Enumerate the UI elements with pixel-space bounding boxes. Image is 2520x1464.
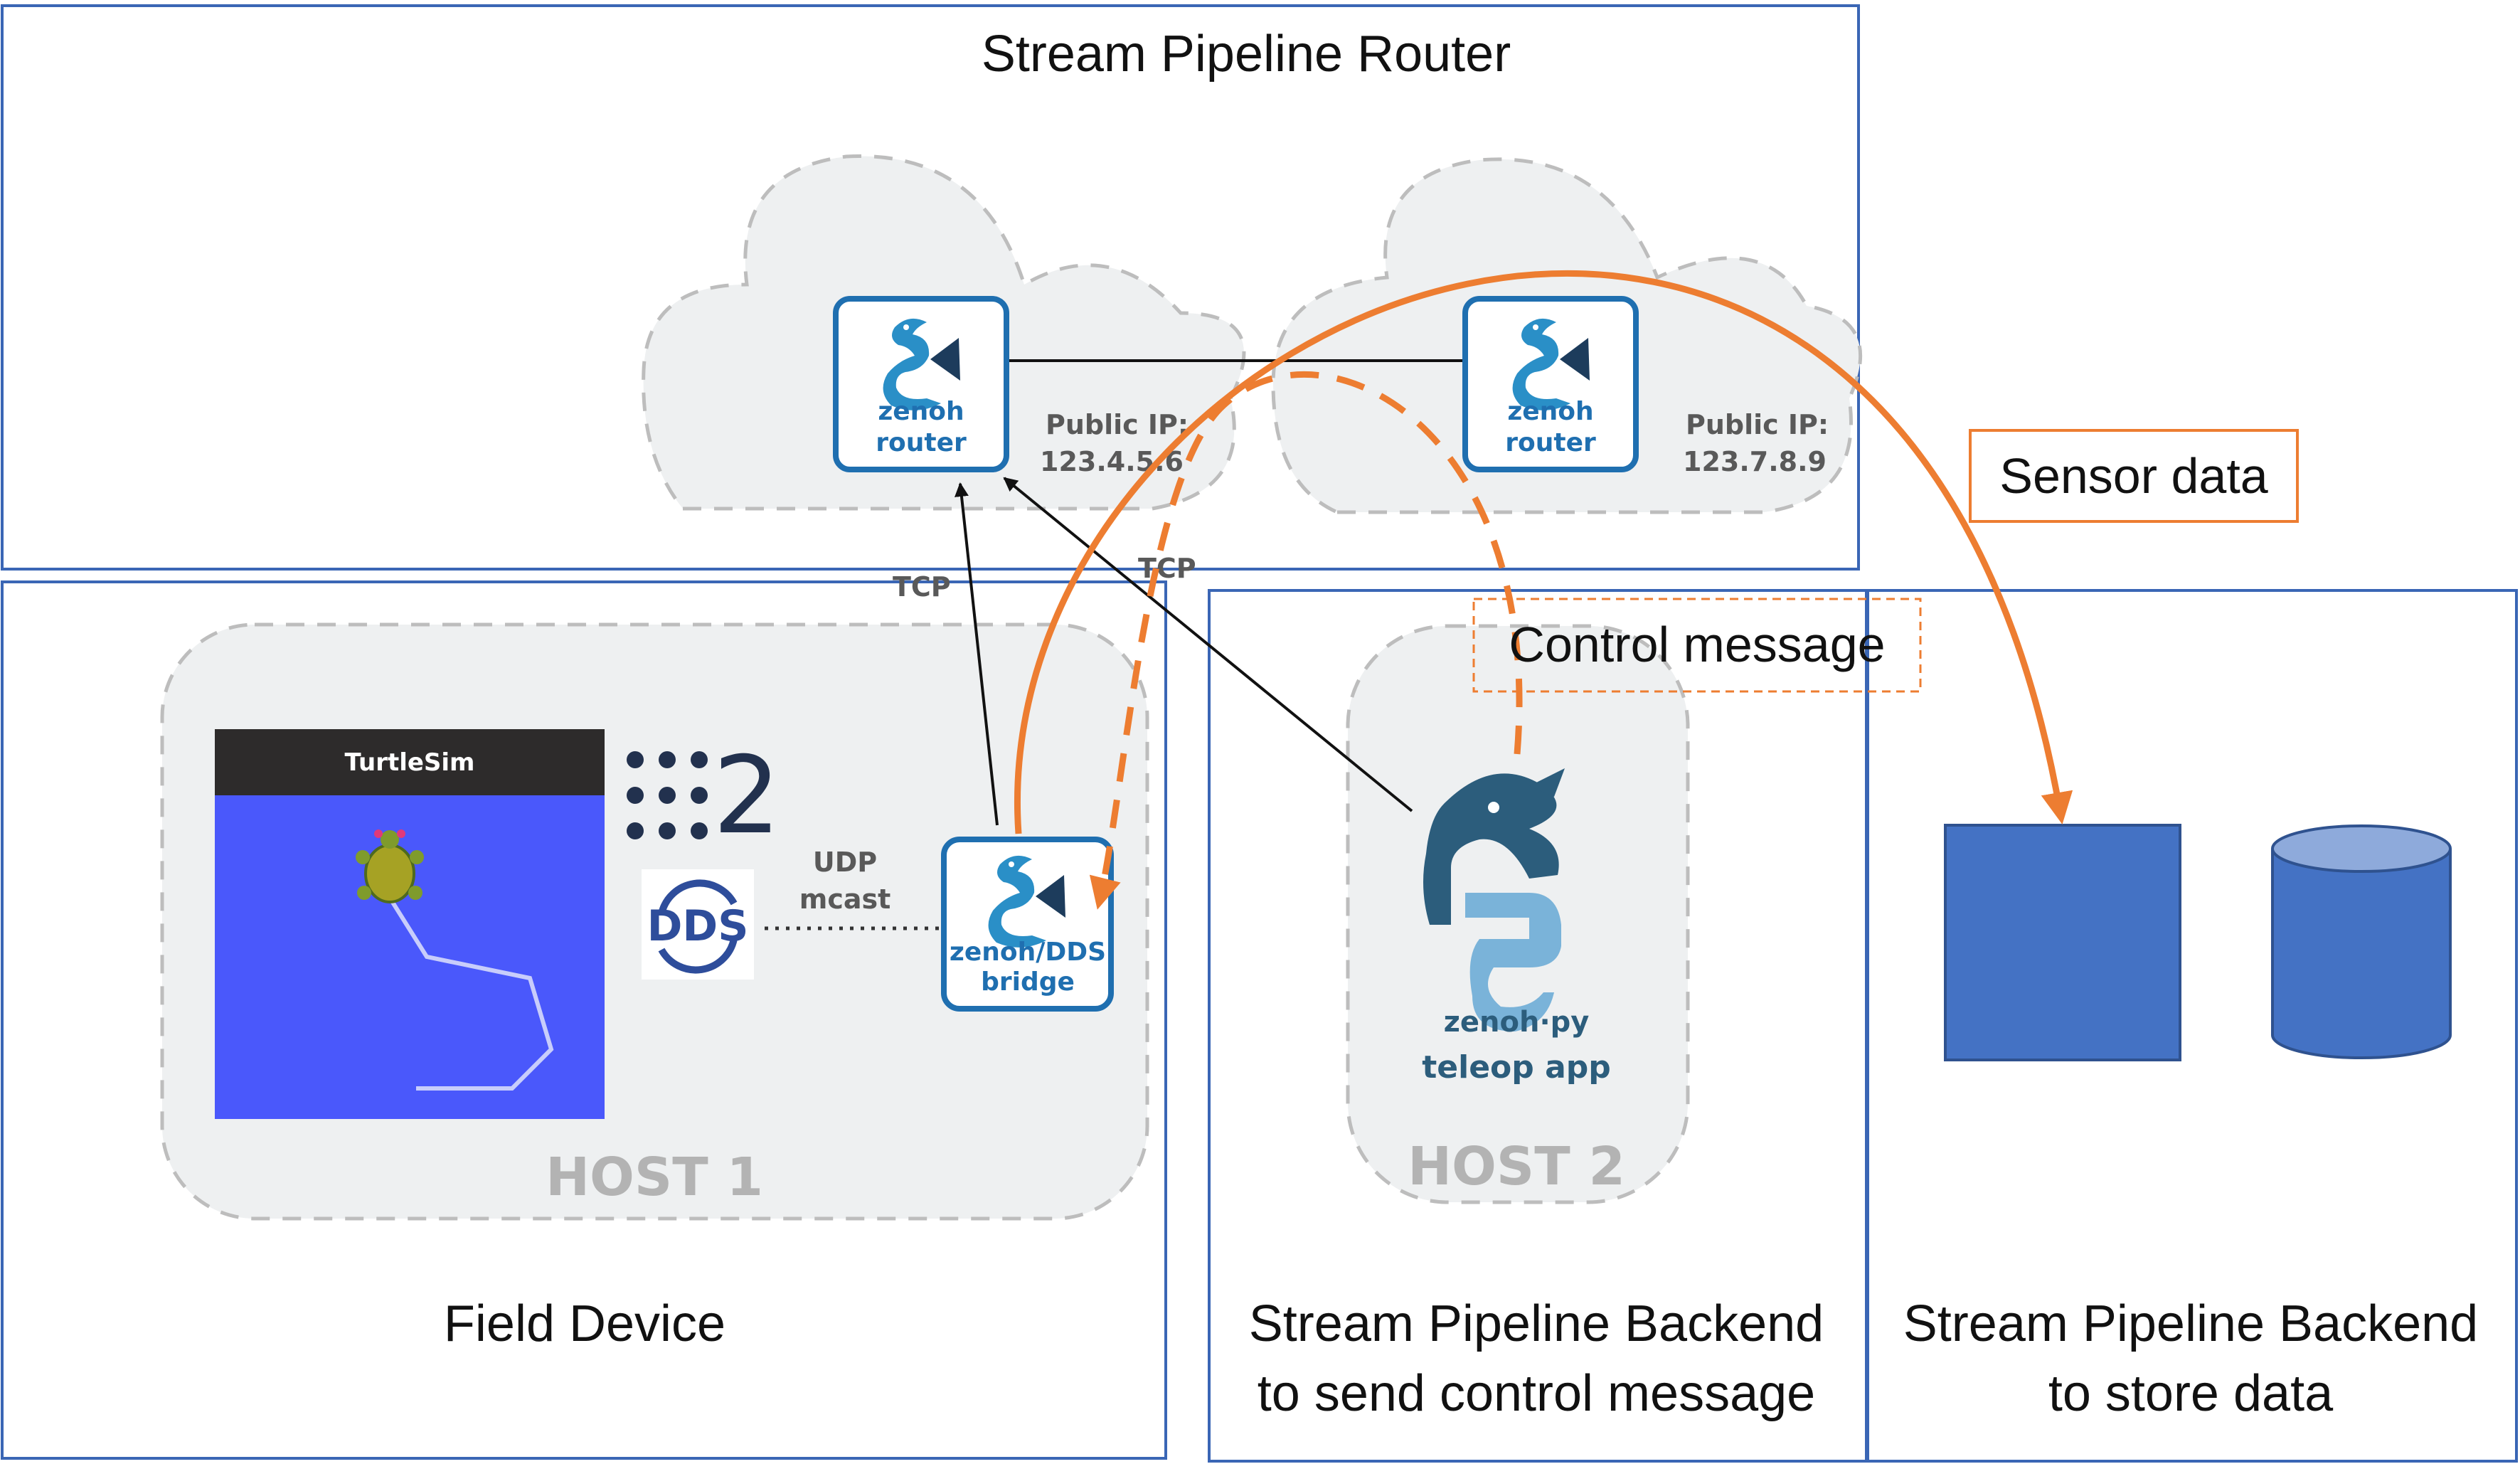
sensor-data-flow-arrow	[1014, 270, 2073, 834]
zenoh-router-2: zenoh router	[1462, 296, 1639, 472]
router2-role: router	[1505, 428, 1596, 457]
backend-store-frame	[1866, 589, 2518, 1463]
ros2-logo: 2	[627, 734, 781, 858]
control-message-flow-arrow	[1089, 371, 1523, 910]
tcp-arrow-teleop-to-router	[1003, 477, 1413, 812]
zenoh-dds-bridge: zenoh/DDS bridge	[941, 837, 1114, 1012]
control-message-label: Control message	[1509, 617, 1885, 672]
turtlesim-window: TurtleSim	[215, 729, 605, 1119]
turtle-icon	[356, 829, 424, 903]
router2-ip-label: Public IP:	[1686, 409, 1829, 440]
router-section-title: Stream Pipeline Router	[982, 26, 1511, 83]
sensor-data-callout: Sensor data	[1969, 429, 2299, 523]
mcast-label: mcast	[799, 884, 891, 915]
zenoh-python-logo-icon	[1423, 768, 1565, 1031]
dds-logo: DDS	[642, 869, 754, 980]
control-message-callout: Control message	[1472, 598, 1922, 693]
host1-label: HOST 1	[546, 1147, 763, 1208]
teleop-app: zenoh·py teleop app	[1422, 768, 1611, 1086]
turtlesim-title: TurtleSim	[345, 748, 475, 777]
ros2-number: 2	[713, 734, 780, 858]
udp-label: UDP	[813, 847, 877, 878]
bridge-label-line2: bridge	[981, 967, 1075, 997]
database-icon	[2271, 824, 2452, 1059]
bridge-label-line1: zenoh/DDS	[950, 938, 1106, 967]
router1-name: zenoh	[878, 397, 964, 426]
turtle-path	[388, 896, 554, 1091]
teleop-brand: zenoh·py	[1444, 1006, 1590, 1039]
backend-store-title-line1: Stream Pipeline Backend	[1903, 1295, 2478, 1352]
host2-label: HOST 2	[1408, 1136, 1625, 1197]
router-section-frame	[1, 4, 1860, 571]
data-processor-box	[1944, 824, 2181, 1061]
backend-store-title-line2: to store data	[2048, 1365, 2334, 1422]
router2-name: zenoh	[1507, 397, 1593, 426]
tcp-arrow-bridge-to-router	[954, 482, 999, 826]
tcp-label-right: TCP	[1138, 553, 1196, 584]
zenoh-router-1: zenoh router	[833, 296, 1009, 472]
field-device-frame	[1, 580, 1167, 1460]
router1-ip-label: Public IP:	[1046, 409, 1189, 440]
router1-role: router	[876, 428, 967, 457]
tcp-label-left: TCP	[893, 571, 951, 603]
router2-ip: 123.7.8.9	[1683, 446, 1827, 477]
backend-control-title-line1: Stream Pipeline Backend	[1249, 1295, 1824, 1352]
dds-logo-text: DDS	[647, 901, 749, 951]
field-device-title: Field Device	[444, 1295, 725, 1352]
sensor-data-label: Sensor data	[1999, 448, 2268, 504]
backend-control-title-line2: to send control message	[1258, 1365, 1815, 1422]
teleop-app-label: teleop app	[1422, 1049, 1611, 1086]
